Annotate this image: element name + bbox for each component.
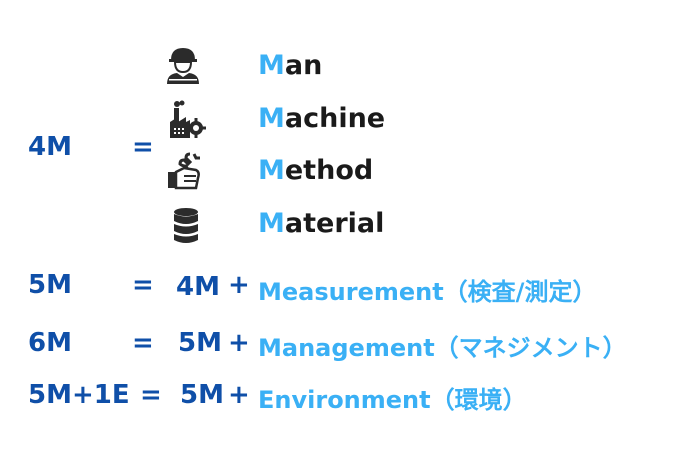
plus-sign: + <box>228 328 250 358</box>
4m-label: 4M <box>28 132 72 162</box>
5m-label: 5M <box>28 270 72 300</box>
management-term: Management（マネジメント） <box>258 334 627 362</box>
equals-sign: = <box>132 328 154 358</box>
word-man: Man <box>258 50 323 81</box>
database-icon <box>174 208 198 243</box>
measurement-term: Measurement（検査/測定） <box>258 278 597 306</box>
equals-sign: = <box>140 380 162 410</box>
plus-sign: + <box>228 270 250 300</box>
factory-gear-icon <box>170 100 206 138</box>
plus-sign: + <box>228 380 250 410</box>
word-method: Method <box>258 155 374 186</box>
base-term: 5M <box>178 328 222 358</box>
environment-term: Environment（環境） <box>258 386 527 414</box>
word-material: Material <box>258 208 385 239</box>
5m1e-label: 5M+1E <box>28 380 130 410</box>
hand-wrench-icon <box>168 152 200 190</box>
6m-label: 6M <box>28 328 72 358</box>
initial: M <box>258 50 285 81</box>
initial: M <box>258 103 285 134</box>
base-term: 5M <box>180 380 224 410</box>
worker-icon <box>167 48 199 84</box>
equals-sign: = <box>132 132 154 162</box>
word-machine: Machine <box>258 103 386 134</box>
initial: M <box>258 155 285 186</box>
base-term: 4M <box>176 272 220 302</box>
initial: M <box>258 208 285 239</box>
equals-sign: = <box>132 270 154 300</box>
